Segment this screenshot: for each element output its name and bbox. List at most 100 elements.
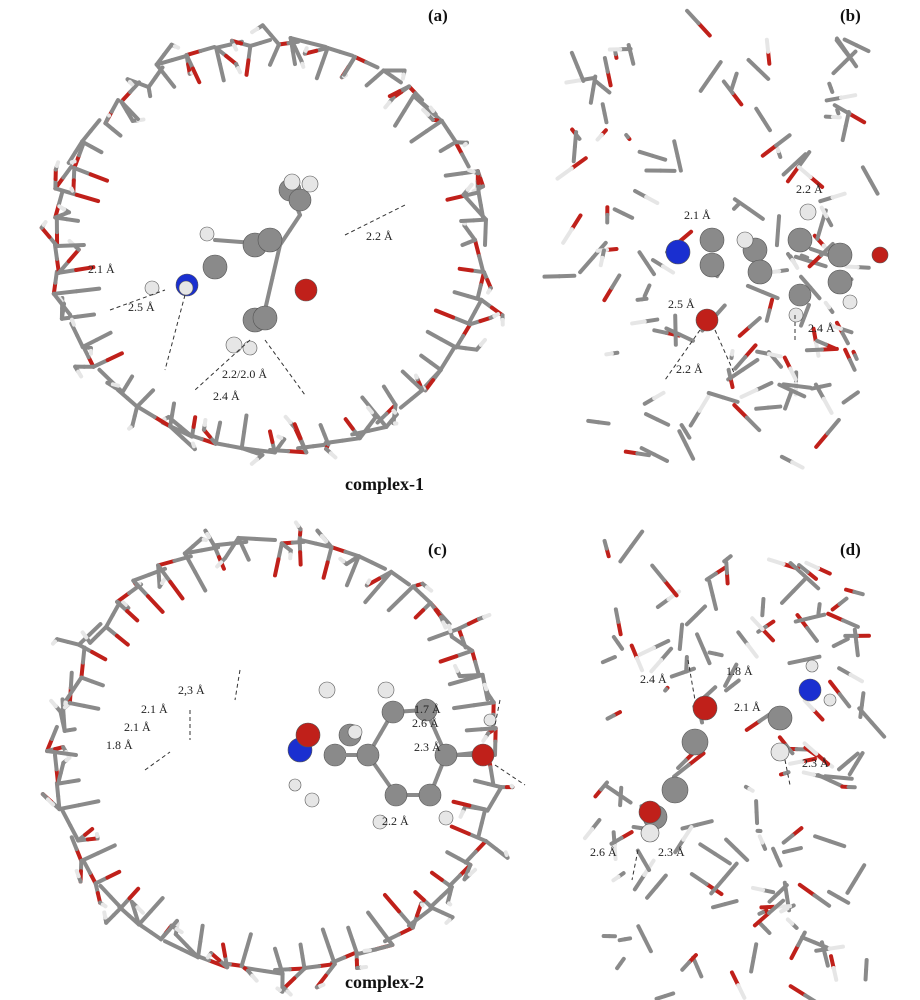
bond xyxy=(637,250,649,266)
atom xyxy=(736,231,754,249)
bond xyxy=(311,442,331,449)
bond xyxy=(662,578,679,598)
bond xyxy=(633,188,649,200)
bond xyxy=(684,613,698,627)
bond xyxy=(730,90,744,107)
bond xyxy=(244,932,253,953)
bond xyxy=(212,543,222,560)
bond xyxy=(451,799,472,808)
bond xyxy=(413,91,425,103)
bond xyxy=(306,40,328,49)
bond xyxy=(283,414,293,425)
bond xyxy=(747,316,762,329)
bond xyxy=(57,204,67,212)
bond xyxy=(350,554,361,573)
atom xyxy=(377,681,395,699)
atom xyxy=(842,294,858,310)
hydrogen-bond xyxy=(144,751,171,771)
bond xyxy=(613,607,621,624)
bond xyxy=(677,429,689,447)
distance-label: 1.8 Å xyxy=(106,738,133,752)
bond xyxy=(760,627,776,643)
bond xyxy=(80,630,89,640)
bond xyxy=(666,589,682,602)
atom xyxy=(699,252,725,278)
bond xyxy=(273,557,281,578)
bond xyxy=(109,98,120,114)
bond xyxy=(859,691,866,708)
bond xyxy=(215,420,223,436)
bond xyxy=(465,294,484,302)
bond xyxy=(801,770,817,777)
bond xyxy=(413,373,419,380)
bond xyxy=(654,873,668,889)
bond xyxy=(297,537,318,546)
bond xyxy=(663,687,669,693)
bond xyxy=(87,622,103,637)
bond xyxy=(635,451,651,458)
atom xyxy=(640,823,660,843)
bond xyxy=(739,387,759,399)
bond xyxy=(352,54,369,65)
bond xyxy=(45,797,56,807)
bond xyxy=(621,211,635,220)
bond xyxy=(794,384,813,390)
bond xyxy=(449,824,471,836)
bond xyxy=(465,182,474,192)
bond xyxy=(842,37,859,48)
bond xyxy=(236,535,259,541)
bond xyxy=(457,266,474,273)
bond xyxy=(182,551,198,574)
bond xyxy=(115,591,132,604)
bond xyxy=(114,633,130,647)
bond xyxy=(736,630,750,647)
bond xyxy=(825,417,841,436)
bond xyxy=(83,827,95,837)
bond xyxy=(853,353,859,361)
bond xyxy=(357,425,370,441)
bond xyxy=(757,834,765,845)
bond xyxy=(766,557,786,567)
bond xyxy=(433,308,456,320)
bond xyxy=(74,847,84,863)
bond xyxy=(466,831,488,844)
bond xyxy=(482,682,489,692)
bond xyxy=(605,713,616,721)
bond xyxy=(366,910,383,931)
bond xyxy=(802,254,810,260)
atom xyxy=(384,783,408,807)
bond xyxy=(205,953,212,960)
bond xyxy=(82,703,101,711)
bond xyxy=(754,106,766,122)
distance-label: 2.4 Å xyxy=(640,672,667,686)
bond xyxy=(244,58,251,77)
bond xyxy=(696,21,712,38)
bond xyxy=(293,520,301,528)
bond xyxy=(750,616,765,632)
bond xyxy=(642,317,660,324)
bond xyxy=(854,43,871,54)
bond xyxy=(254,536,277,542)
bond xyxy=(810,384,823,391)
bond xyxy=(822,951,830,968)
bond xyxy=(156,563,173,584)
bond xyxy=(790,258,799,269)
bond xyxy=(396,909,415,930)
bond xyxy=(697,394,711,413)
bond xyxy=(438,356,450,372)
bond xyxy=(782,770,791,776)
bond xyxy=(172,44,181,50)
bond xyxy=(645,884,659,900)
bond xyxy=(69,317,76,327)
bond xyxy=(680,960,692,972)
bond xyxy=(367,424,389,433)
bond xyxy=(193,569,208,593)
distance-label: 1.8 Å xyxy=(726,664,753,678)
bond xyxy=(482,612,492,619)
bond xyxy=(642,288,650,299)
bond xyxy=(250,26,260,35)
bond xyxy=(239,429,247,451)
bond xyxy=(710,593,719,611)
bond xyxy=(224,53,239,66)
bond xyxy=(398,396,414,410)
